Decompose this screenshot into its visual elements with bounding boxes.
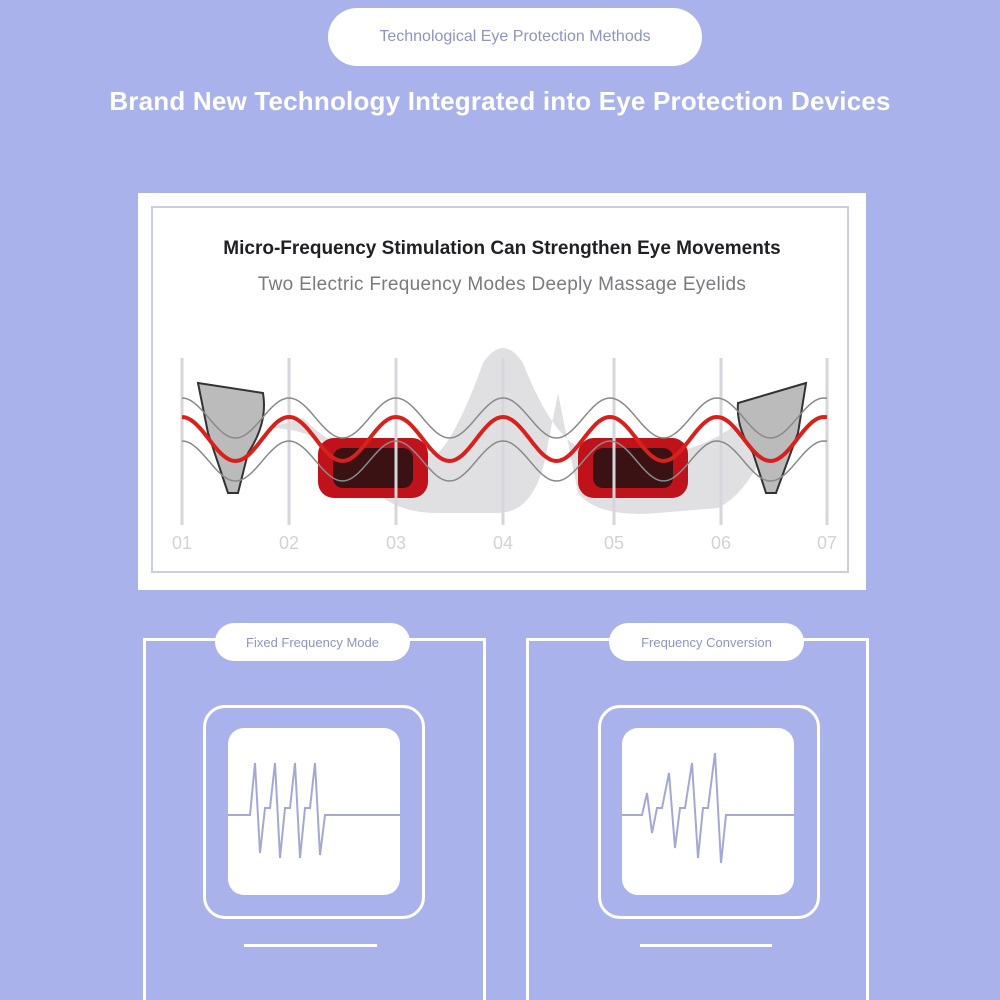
frequency-conversion-label: Frequency Conversion (609, 623, 804, 661)
headline: Brand New Technology Integrated into Eye… (109, 86, 891, 116)
fixed-frequency-label: Fixed Frequency Mode (215, 623, 410, 661)
tick-label: 04 (493, 533, 513, 553)
variable-waveform-icon (622, 728, 794, 895)
guide-wave-bottom (181, 440, 828, 482)
panel-border (151, 206, 849, 573)
tick-label: 07 (817, 533, 837, 553)
fixed-waveform-icon (228, 728, 400, 895)
eye-massager-wave-illustration: 01 02 03 04 05 06 07 (172, 348, 837, 553)
tick-label: 06 (711, 533, 731, 553)
tick-label: 01 (172, 533, 192, 553)
panel-title: Micro-Frequency Stimulation Can Strength… (223, 238, 781, 259)
tick-label: 02 (279, 533, 299, 553)
panel-subtitle: Two Electric Frequency Modes Deeply Mass… (257, 274, 747, 295)
fixed-frequency-divider (244, 944, 377, 947)
tick-label: 03 (386, 533, 406, 553)
fixed-frequency-card (203, 705, 425, 919)
frequency-conversion-divider (640, 944, 772, 947)
frequency-panel: Micro-Frequency Stimulation Can Strength… (138, 193, 866, 590)
guide-wave-top (181, 397, 828, 439)
section-badge: Technological Eye Protection Methods (328, 8, 702, 66)
tick-label: 05 (604, 533, 624, 553)
stimulation-wave (181, 414, 828, 464)
frequency-conversion-card (598, 705, 820, 919)
